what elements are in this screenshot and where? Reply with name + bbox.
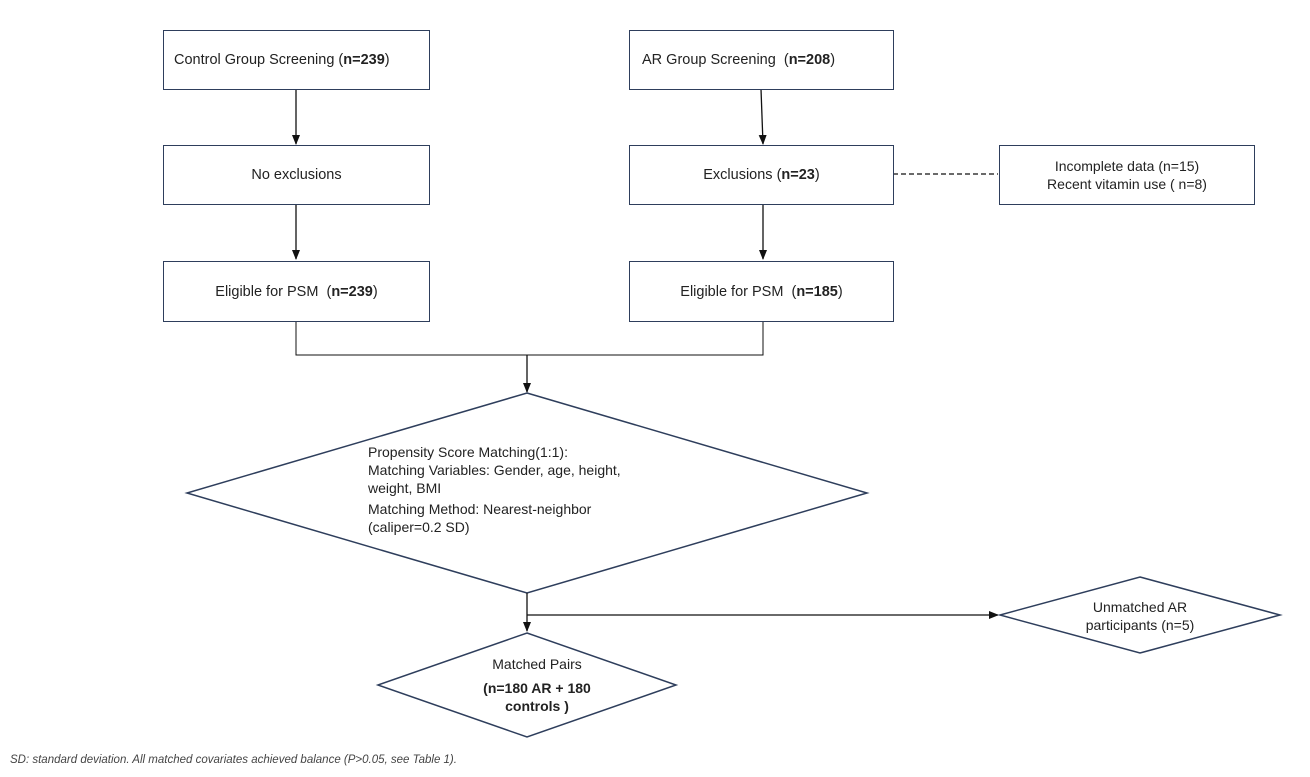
- no-exclusions-label: No exclusions: [251, 167, 342, 183]
- matched-line-1: Matched Pairs: [492, 656, 582, 672]
- matched-line-3: controls ): [505, 698, 569, 714]
- control-screening-suffix: ): [384, 52, 390, 68]
- exclusions-prefix: Exclusions (: [703, 167, 782, 183]
- ar-screening-n: n=208: [788, 52, 831, 68]
- control-screening-prefix: Control Group Screening (: [174, 52, 344, 68]
- control-eligible-box: Eligible for PSM (n=239): [163, 261, 430, 322]
- control-screening-n: n=239: [343, 52, 385, 68]
- psm-line-5: (caliper=0.2 SD): [368, 519, 470, 535]
- ar-screening-suffix: ): [830, 52, 836, 68]
- ar-eligible-suffix: ): [837, 283, 843, 300]
- matched-diamond: [375, 632, 679, 738]
- footnote: SD: standard deviation. All matched cova…: [10, 754, 457, 766]
- ar-screening-box: AR Group Screening (n=208): [629, 30, 894, 90]
- merge-line: [295, 322, 764, 356]
- exclusions-n: n=23: [781, 167, 815, 183]
- exclusions-suffix: ): [814, 167, 820, 183]
- control-eligible-n: n=239: [331, 283, 373, 300]
- psm-line-4: Matching Method: Nearest-neighbor: [368, 501, 592, 517]
- matched-line-2: (n=180 AR + 180: [483, 680, 591, 696]
- ar-eligible-prefix: Eligible for PSM (: [680, 283, 797, 300]
- arrow-ar-screening-to-exclusions: [758, 88, 767, 145]
- ar-screening-prefix: AR Group Screening (: [642, 52, 789, 68]
- exclusion-reasons-box: Incomplete data (n=15) Recent vitamin us…: [999, 145, 1255, 205]
- matched-text: Matched Pairs (n=180 AR + 180 controls ): [437, 655, 637, 715]
- exclusion-reason-vitamin: Recent vitamin use ( n=8): [1047, 176, 1207, 192]
- unmatched-diamond: [997, 576, 1283, 654]
- unmatched-line-2: participants (n=5): [1085, 617, 1195, 633]
- control-screening-box: Control Group Screening (n=239): [163, 30, 430, 90]
- psm-text: Propensity Score Matching(1:1): Matching…: [368, 443, 698, 536]
- exclusions-box: Exclusions (n=23): [629, 145, 894, 205]
- psm-line-1: Propensity Score Matching(1:1):: [368, 444, 568, 460]
- no-exclusions-box: No exclusions: [163, 145, 430, 205]
- exclusion-reason-incomplete: Incomplete data (n=15): [1054, 158, 1200, 174]
- control-eligible-suffix: ): [372, 283, 378, 300]
- ar-eligible-n: n=185: [796, 283, 838, 300]
- psm-line-2: Matching Variables: Gender, age, height,: [368, 462, 621, 478]
- ar-eligible-box: Eligible for PSM (n=185): [629, 261, 894, 322]
- control-eligible-prefix: Eligible for PSM (: [215, 283, 332, 300]
- unmatched-text: Unmatched AR participants (n=5): [1040, 598, 1240, 634]
- psm-line-3: weight, BMI: [368, 480, 442, 496]
- unmatched-line-1: Unmatched AR: [1092, 599, 1188, 615]
